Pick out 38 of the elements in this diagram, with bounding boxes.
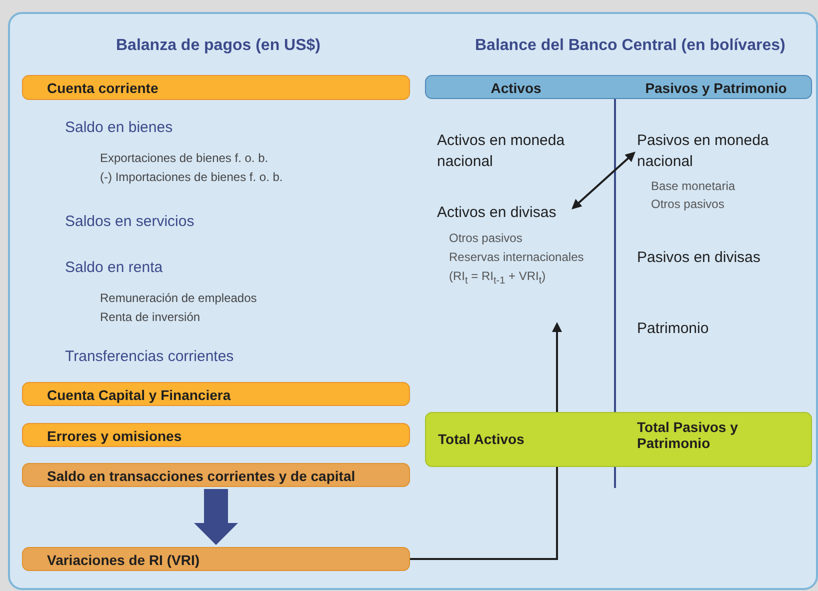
item-heading: Pasivos en divisas [637,248,762,268]
account-bar [22,75,410,100]
item-heading: Activos en divisas [437,202,573,222]
account-bar [22,547,410,571]
section-heading: Balance del Banco Central (en bolívares) [475,37,786,55]
item-heading: Activos en moneda nacional [437,131,566,172]
account-bar [22,423,410,447]
section-heading: Balanza de pagos (en US$) [116,37,320,55]
item-heading: Saldo en renta [65,259,163,276]
formula-text: (RI$_{t}$ = RI$_{t-1}$ + VRI$_{t}$) [449,269,546,288]
bar-label: Variaciones de RI (VRI) [47,552,200,568]
item-heading: Saldos en servicios [65,213,194,230]
block-arrow [194,489,238,545]
item-text: Remuneración de empleados [100,291,257,305]
bar-label: Pasivos y Patrimonio [644,80,788,96]
item-text: Renta de inversión [100,310,200,324]
bar-label: Cuenta corriente [47,80,158,96]
total-bar [425,412,812,467]
bar-label: Activos [490,80,542,96]
item-text: Otros pasivos [449,231,522,245]
bar-label: Total Activos [438,431,524,447]
bar-label: Cuenta Capital y Financiera [47,387,231,403]
item-text: Base monetaria [651,179,736,193]
item-heading: Saldo en bienes [65,119,173,136]
item-text: Otros pasivos [651,197,724,211]
account-bar [22,463,410,487]
item-heading: Transferencias corrientes [65,348,234,365]
double-arrow [572,152,636,210]
account-bar [22,382,410,406]
item-text: (-) Importaciones de bienes f. o. b. [100,170,283,184]
bar-label: Total Pasivos y Patrimonio [637,419,739,451]
item-text: Reservas internacionales [449,250,584,264]
item-heading: Pasivos en moneda nacional [637,130,782,172]
bar-label: Saldo en transacciones corrientes y de capital [47,468,356,484]
column-header-bar [425,75,812,99]
bar-label: Errores y omisiones [47,428,182,444]
item-heading: Patrimonio [637,319,710,339]
item-text: Exportaciones de bienes f. o. b. [100,151,268,165]
